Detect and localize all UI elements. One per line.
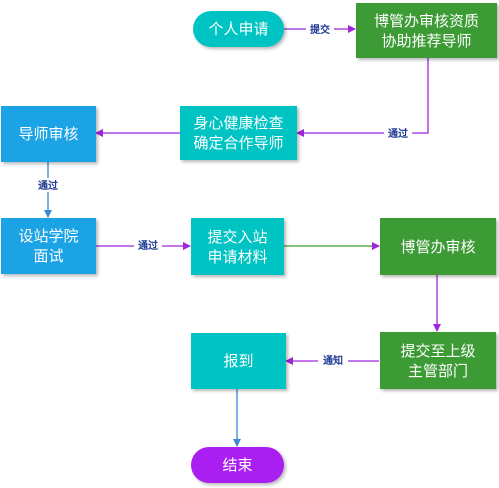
- node-advisor-review-label: 导师审核: [18, 125, 79, 143]
- node-submit-to-dept: 提交至上级 主管部门: [380, 332, 496, 389]
- edge-label-pass-2: 通过: [38, 179, 58, 192]
- node-advisor-review: 导师审核: [1, 106, 96, 162]
- node-register-label: 报到: [223, 352, 254, 370]
- node-end: 结束: [191, 447, 284, 483]
- node-office-review: 博管办审核: [380, 218, 496, 275]
- node-submit-materials: 提交入站 申请材料: [191, 218, 284, 275]
- node-submit-materials-label: 提交入站 申请材料: [207, 227, 268, 266]
- node-office-qualification-review-label: 博管办审核资质 协助推荐导师: [373, 11, 479, 50]
- edge-label-pass-3: 通过: [138, 239, 158, 252]
- node-personal-application-label: 个人申请: [208, 20, 269, 38]
- node-health-check-label: 身心健康检查 确定合作导师: [193, 114, 284, 152]
- edge-review-to-health: [296, 58, 429, 137]
- node-end-label: 结束: [222, 456, 253, 474]
- edge-label-pass-1: 通过: [388, 127, 408, 140]
- node-office-qualification-review: 博管办审核资质 协助推荐导师: [356, 3, 497, 58]
- node-personal-application: 个人申请: [193, 11, 284, 47]
- node-office-review-label: 博管办审核: [400, 237, 476, 256]
- node-register: 报到: [191, 333, 286, 389]
- node-submit-to-dept-label: 提交至上级 主管部门: [400, 341, 476, 380]
- node-interview-label: 设站学院 面试: [18, 227, 79, 265]
- edge-label-notify: 通知: [323, 354, 343, 367]
- node-health-check: 身心健康检查 确定合作导师: [180, 106, 297, 160]
- node-interview: 设站学院 面试: [1, 218, 96, 274]
- edge-label-submit: 提交: [310, 23, 330, 36]
